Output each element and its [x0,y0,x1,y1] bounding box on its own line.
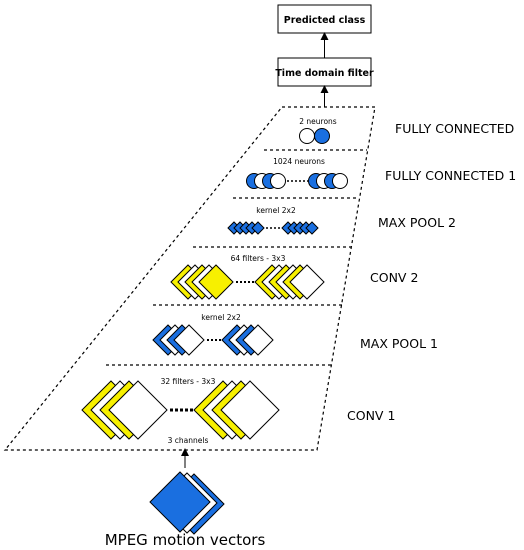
fc1-neurons [246,173,348,189]
conv2-detail: 64 filters - 3x3 [231,254,286,263]
neuron-circle [314,128,330,144]
conv1-channels: 3 channels [168,436,209,445]
layer-name-maxpool1: MAX POOL 1 [360,336,438,351]
input-label: MPEG motion vectors [105,531,266,549]
layer-name-fc: FULLY CONNECTED [395,121,514,136]
conv1-detail: 32 filters - 3x3 [161,377,216,386]
fc-detail: 2 neurons [299,117,337,126]
fc1-detail: 1024 neurons [273,157,325,166]
time-domain-filter-label: Time domain filter [275,68,374,79]
maxpool2-kernels [227,221,319,235]
neuron-circle [332,173,348,189]
layer-name-conv1: CONV 1 [347,408,395,423]
neuron-circle [270,173,286,189]
maxpool1-detail: kernel 2x2 [201,313,241,322]
predicted-class-box: Predicted class [277,4,372,34]
layer-name-fc1: FULLY CONNECTED 1 [385,168,516,183]
maxpool1-kernels [152,324,274,356]
input-motion-vectors [149,471,225,535]
time-domain-filter-box: Time domain filter [275,57,374,87]
predicted-class-label: Predicted class [284,15,366,26]
neuron-circle [299,128,315,144]
network-trapezoid [3,106,376,451]
conv1-filters [81,380,280,440]
conv2-filters [170,264,325,300]
layer-name-conv2: CONV 2 [370,270,418,285]
maxpool2-detail: kernel 2x2 [256,206,296,215]
layer-name-maxpool2: MAX POOL 2 [378,215,456,230]
fc-neurons [299,128,330,144]
